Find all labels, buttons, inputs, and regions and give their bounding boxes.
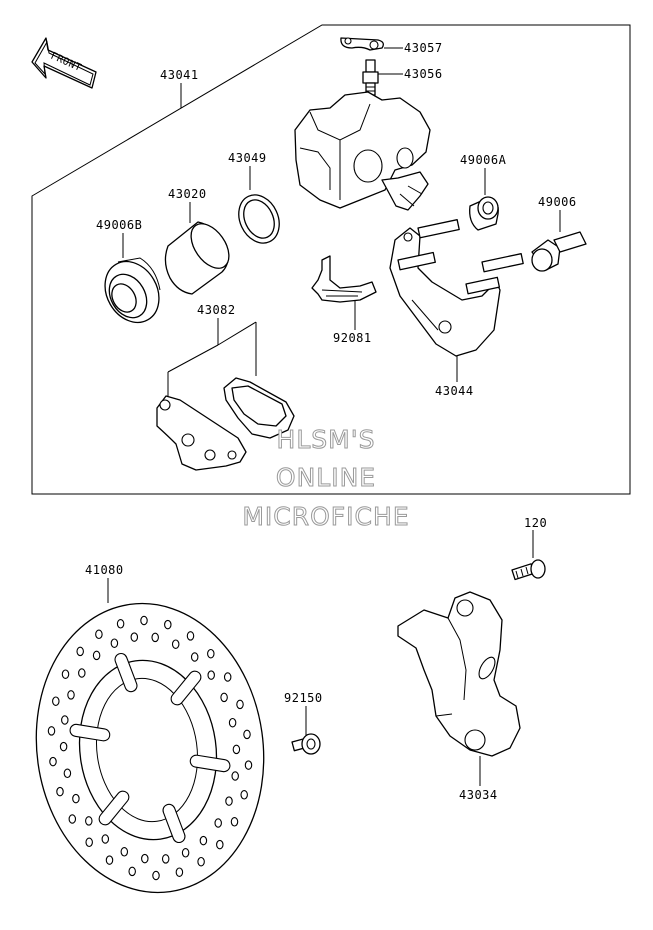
bleeder-cap <box>340 37 384 51</box>
label-43020: 43020 <box>168 187 207 201</box>
disc-hole <box>85 837 93 848</box>
disc-hole <box>225 796 233 806</box>
watermark-line-2: ONLINE <box>276 463 376 492</box>
disc-hole <box>68 814 77 824</box>
label-43041: 43041 <box>160 68 199 82</box>
disc-hole <box>116 619 125 629</box>
disc-slot <box>170 670 202 706</box>
bleeder-valve <box>362 59 379 96</box>
disc-hole <box>130 632 139 642</box>
disc-hole <box>72 793 80 804</box>
disc-hole <box>59 741 68 752</box>
label-49006a: 49006A <box>460 153 507 167</box>
disc-hole <box>240 790 248 800</box>
disc-hole <box>244 760 253 770</box>
dust-boot <box>104 257 161 324</box>
watermark: HLSM'S ONLINE MICROFICHE <box>242 425 409 532</box>
disc-hole <box>105 855 114 865</box>
leader-lines <box>107 47 561 786</box>
front-arrow-icon: FRONT <box>31 37 97 89</box>
caliper-assembly-outline <box>31 24 631 495</box>
disc-hole <box>232 744 241 755</box>
label-43034: 43034 <box>459 788 498 802</box>
disc-hole <box>78 668 86 678</box>
disc-hole <box>92 650 101 661</box>
disc-hole <box>236 699 244 710</box>
piston-seal <box>238 194 280 244</box>
label-43056: 43056 <box>404 67 443 81</box>
disc-hole <box>128 866 136 877</box>
disc-hole <box>181 848 190 858</box>
disc-hole <box>95 629 103 640</box>
disc-hole <box>151 632 159 643</box>
disc-hole <box>230 817 239 827</box>
disc-hole <box>228 717 237 728</box>
disc-hole <box>85 816 93 826</box>
disc-hole <box>52 696 60 706</box>
disc-hole <box>197 856 205 867</box>
label-43057: 43057 <box>404 41 443 55</box>
disc-hole <box>56 786 64 797</box>
label-92150: 92150 <box>284 691 323 705</box>
disc-hole <box>164 619 172 630</box>
brake-pads <box>156 377 295 471</box>
caliper-body <box>294 91 431 211</box>
brake-disc <box>35 602 265 894</box>
label-49006b: 49006B <box>96 218 142 232</box>
disc-slot <box>98 790 130 826</box>
label-92081: 92081 <box>333 331 372 345</box>
disc-slot <box>114 652 138 693</box>
disc-hole <box>231 771 239 781</box>
disc-hole <box>141 853 149 864</box>
label-43082: 43082 <box>197 303 236 317</box>
disc-slot <box>69 723 111 742</box>
disc-hole <box>220 692 228 703</box>
disc-hole <box>214 818 222 828</box>
disc-hole <box>243 729 251 740</box>
label-49006: 49006 <box>538 195 577 209</box>
disc-hole <box>223 672 232 682</box>
label-120: 120 <box>524 516 547 530</box>
pin-boot-a <box>469 196 499 231</box>
disc-hole <box>171 639 180 649</box>
disc-hole <box>61 669 70 679</box>
label-41080: 41080 <box>85 563 124 577</box>
label-43044: 43044 <box>435 384 474 398</box>
disc-screw <box>291 733 321 755</box>
watermark-line-1: HLSM'S <box>277 425 376 454</box>
disc-hole <box>67 690 75 700</box>
disc-hole <box>199 835 208 846</box>
disc-hole <box>76 646 84 657</box>
mounting-bolt <box>511 559 546 581</box>
part-labels: 43057 43056 43041 43049 43020 49006A 490… <box>85 41 577 802</box>
disc-hole <box>207 648 215 659</box>
slide-pin-boot <box>531 231 587 272</box>
disc-hole <box>175 867 184 877</box>
disc-hole <box>207 670 215 680</box>
disc-hole <box>61 715 69 725</box>
disc-slot <box>162 803 186 844</box>
disc-hole <box>101 834 110 844</box>
disc-hole <box>140 615 148 626</box>
watermark-line-3: MICROFICHE <box>242 502 409 531</box>
pad-spring <box>311 255 377 303</box>
caliper-mount-bracket <box>397 591 521 757</box>
disc-hole <box>186 631 195 641</box>
disc-hole <box>120 847 129 857</box>
caliper-piston <box>164 221 230 295</box>
disc-hole <box>216 839 224 850</box>
disc-hole <box>47 726 56 736</box>
label-43049: 43049 <box>228 151 267 165</box>
disc-hole <box>190 652 199 662</box>
disc-slot <box>189 754 231 773</box>
disc-hole <box>152 870 160 881</box>
disc-hole <box>63 768 72 779</box>
disc-hole <box>49 756 57 767</box>
caliper-bracket <box>389 219 524 357</box>
disc-hole <box>161 854 170 864</box>
disc-hole <box>110 638 119 648</box>
